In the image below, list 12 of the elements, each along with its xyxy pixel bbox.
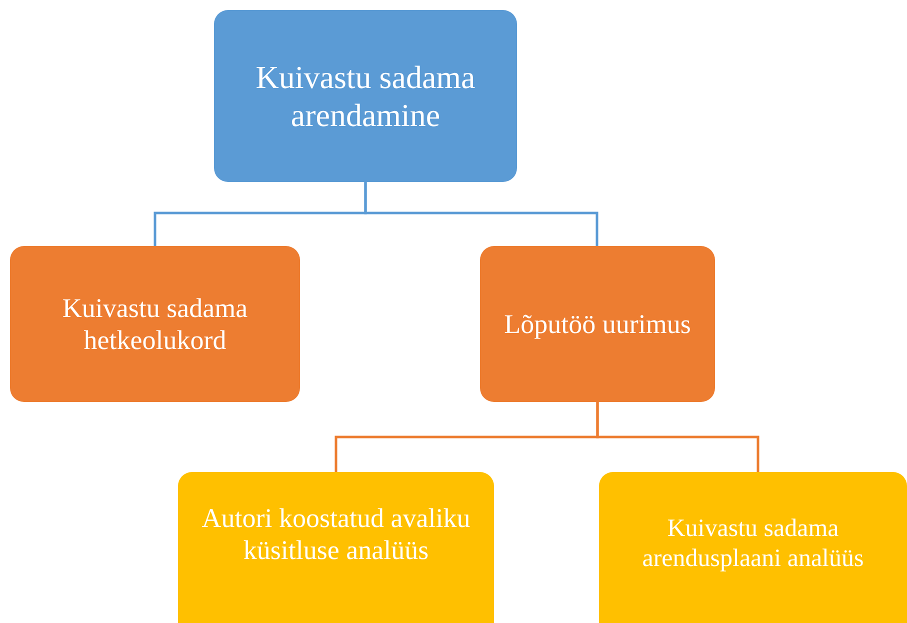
box-label: Autori koostatud avaliku küsitluse analüüs [200, 502, 472, 567]
connector-line [596, 402, 760, 472]
box-label: Kuivastu sadama arendusplaani analüüs [641, 514, 865, 574]
box-label: Lõputöö uurimus [504, 308, 691, 340]
connector-line [364, 182, 598, 246]
org-chart-box [599, 472, 907, 623]
box-label: Kuivastu sadama hetkeolukord [61, 292, 249, 356]
org-chart-box [178, 472, 494, 623]
org-chart-box [214, 10, 517, 182]
box-label: Kuivastu sadama arendamine [254, 58, 476, 134]
org-chart-box [480, 246, 715, 402]
org-chart-box [10, 246, 300, 402]
